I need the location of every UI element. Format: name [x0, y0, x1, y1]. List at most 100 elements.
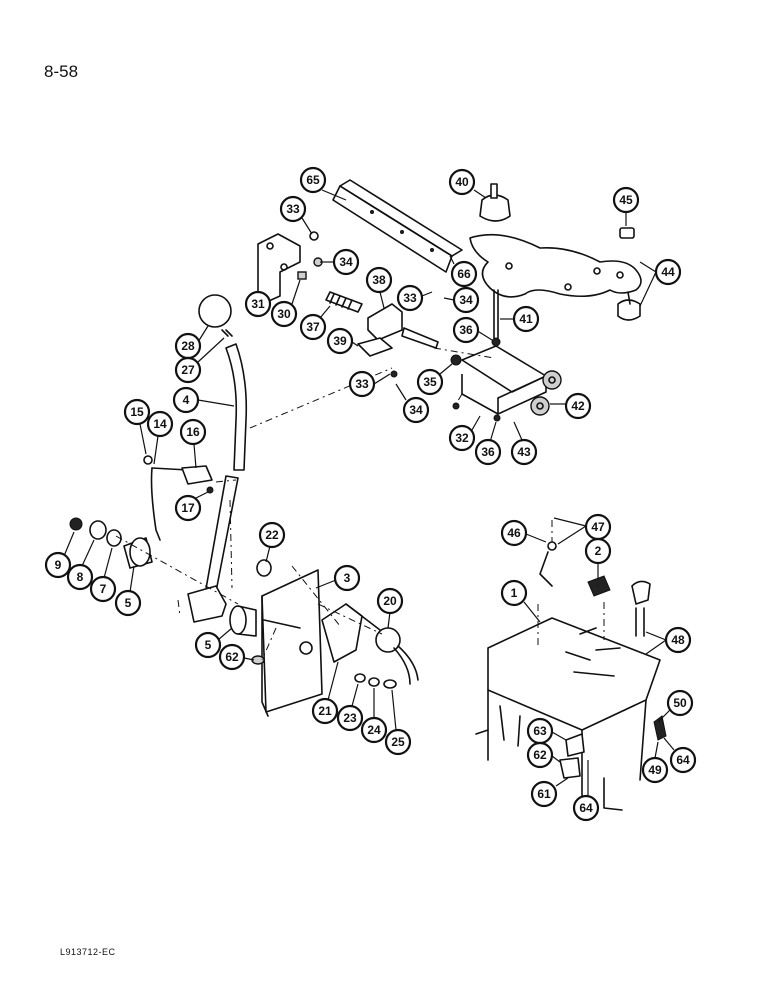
svg-text:17: 17 [181, 501, 195, 515]
callout-14: 14 [146, 410, 174, 465]
callout-64: 64 [572, 760, 600, 822]
svg-text:62: 62 [225, 650, 239, 664]
linkage-rod [143, 455, 214, 541]
callout-37: 37 [299, 305, 331, 341]
callout-35: 35 [416, 363, 453, 396]
callout-39: 39 [326, 327, 359, 355]
callout-22: 22 [258, 521, 286, 563]
svg-text:45: 45 [619, 193, 633, 207]
svg-text:28: 28 [181, 339, 195, 353]
svg-text:16: 16 [186, 425, 200, 439]
svg-text:2: 2 [595, 544, 602, 558]
svg-text:36: 36 [459, 323, 473, 337]
svg-text:40: 40 [455, 175, 469, 189]
svg-text:33: 33 [403, 291, 417, 305]
control-panel-frame [475, 617, 661, 809]
svg-text:38: 38 [372, 273, 386, 287]
rod-and-lower-bracket [390, 289, 562, 422]
svg-text:20: 20 [383, 594, 397, 608]
callout-27: 27 [174, 337, 225, 384]
svg-text:49: 49 [648, 763, 662, 777]
svg-text:3: 3 [344, 571, 351, 585]
callout-33: 33 [396, 284, 433, 312]
callout-41: 41 [500, 305, 540, 333]
callout-28: 28 [174, 325, 209, 360]
svg-text:62: 62 [533, 748, 547, 762]
svg-text:63: 63 [533, 724, 547, 738]
callout-17: 17 [174, 491, 209, 522]
svg-text:5: 5 [125, 596, 132, 610]
assembly-lines [115, 347, 605, 661]
svg-text:7: 7 [100, 582, 107, 596]
side-plate [229, 559, 323, 717]
bushing-stack [69, 517, 153, 569]
svg-text:46: 46 [507, 526, 521, 540]
callout-16: 16 [179, 418, 207, 469]
callout-50: 50 [657, 689, 694, 723]
callout-20: 20 [376, 587, 404, 629]
callout-66: 66 [449, 255, 478, 288]
callout-62: 62 [218, 643, 255, 671]
callout-48: 48 [645, 626, 692, 655]
switch-assembly [617, 227, 641, 321]
svg-text:33: 33 [355, 377, 369, 391]
isolator-mount [479, 183, 511, 222]
svg-text:64: 64 [579, 801, 593, 815]
callout-2: 2 [584, 537, 612, 578]
svg-text:22: 22 [265, 528, 279, 542]
svg-text:39: 39 [333, 334, 347, 348]
svg-text:8: 8 [77, 570, 84, 584]
svg-text:50: 50 [673, 696, 687, 710]
svg-text:31: 31 [251, 297, 265, 311]
callout-1: 1 [500, 579, 541, 623]
svg-text:64: 64 [676, 753, 690, 767]
svg-text:33: 33 [286, 202, 300, 216]
shift-lever [187, 294, 248, 623]
callout-32: 32 [448, 415, 481, 452]
mounting-bracket [257, 231, 323, 305]
svg-text:65: 65 [306, 173, 320, 187]
svg-text:25: 25 [391, 735, 405, 749]
svg-text:35: 35 [423, 375, 437, 389]
callout-64: 64 [663, 737, 697, 774]
svg-text:36: 36 [481, 445, 495, 459]
cover-plate [469, 233, 642, 298]
svg-text:47: 47 [591, 520, 605, 534]
svg-text:44: 44 [661, 265, 675, 279]
callout-38: 38 [365, 266, 393, 309]
callout-46: 46 [500, 519, 547, 547]
callout-23: 23 [336, 683, 364, 732]
callout-36: 36 [452, 316, 493, 344]
callout-47: 47 [553, 513, 612, 545]
svg-text:34: 34 [339, 255, 353, 269]
svg-text:34: 34 [459, 293, 473, 307]
svg-text:42: 42 [571, 399, 585, 413]
callout-33: 33 [348, 370, 391, 398]
svg-text:21: 21 [318, 704, 332, 718]
callout-33: 33 [279, 195, 313, 235]
callout-34: 34 [395, 383, 430, 424]
callout-34: 34 [320, 248, 360, 276]
callout-62: 62 [526, 741, 561, 769]
svg-text:14: 14 [153, 417, 167, 431]
callout-9: 9 [44, 531, 75, 579]
spring-and-bracket [325, 291, 439, 357]
callout-21: 21 [311, 661, 339, 725]
callout-45: 45 [612, 186, 640, 226]
callout-34: 34 [443, 286, 480, 314]
callout-5: 5 [194, 627, 233, 659]
svg-text:4: 4 [183, 393, 190, 407]
callout-65: 65 [299, 166, 347, 201]
callout-36: 36 [474, 421, 502, 466]
callout-labels: 65 40 45 33 34 66 44 38 33 34 31 30 37 4… [44, 166, 697, 822]
svg-text:37: 37 [306, 320, 320, 334]
panel-hardware [559, 715, 667, 811]
callout-5: 5 [114, 565, 142, 617]
svg-text:61: 61 [537, 787, 551, 801]
callout-63: 63 [526, 717, 567, 745]
svg-text:27: 27 [181, 363, 195, 377]
svg-text:66: 66 [457, 267, 471, 281]
callout-30: 30 [270, 279, 301, 328]
callout-4: 4 [172, 386, 235, 414]
